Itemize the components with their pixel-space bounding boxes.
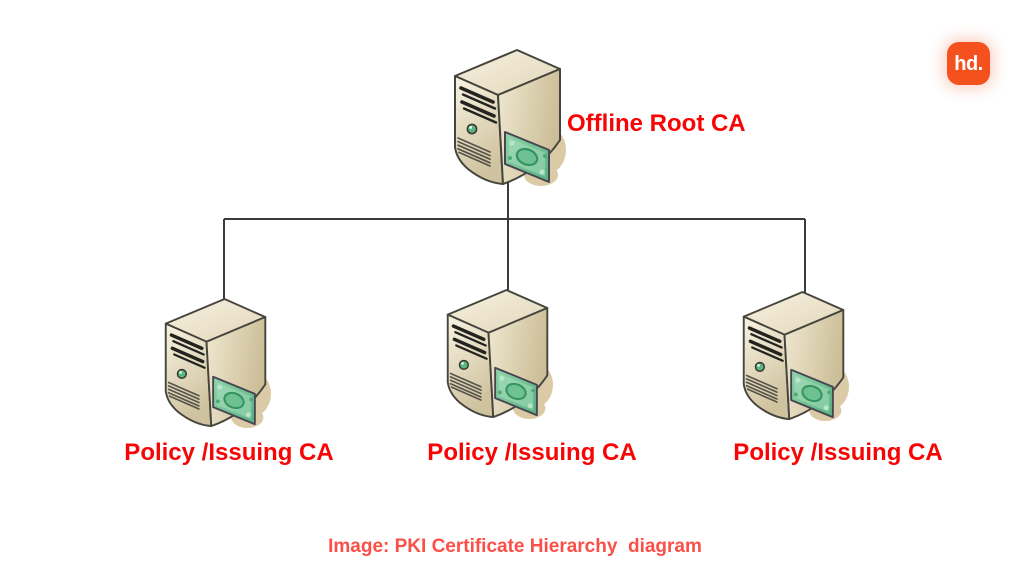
root-ca-server-icon <box>450 44 566 192</box>
hd-logo: hd. <box>947 42 990 85</box>
image-caption: Image: PKI Certificate Hierarchy diagram <box>328 536 702 557</box>
issuing-ca-label-2: Policy /Issuing CA <box>427 439 637 466</box>
issuing-ca-server-icon-2 <box>443 284 553 425</box>
root-ca-label: Offline Root CA <box>567 110 746 137</box>
issuing-ca-server-icon-1 <box>161 293 271 434</box>
issuing-ca-label-3: Policy /Issuing CA <box>733 439 943 466</box>
issuing-ca-label-1: Policy /Issuing CA <box>124 439 334 466</box>
issuing-ca-server-icon-3 <box>739 286 849 427</box>
